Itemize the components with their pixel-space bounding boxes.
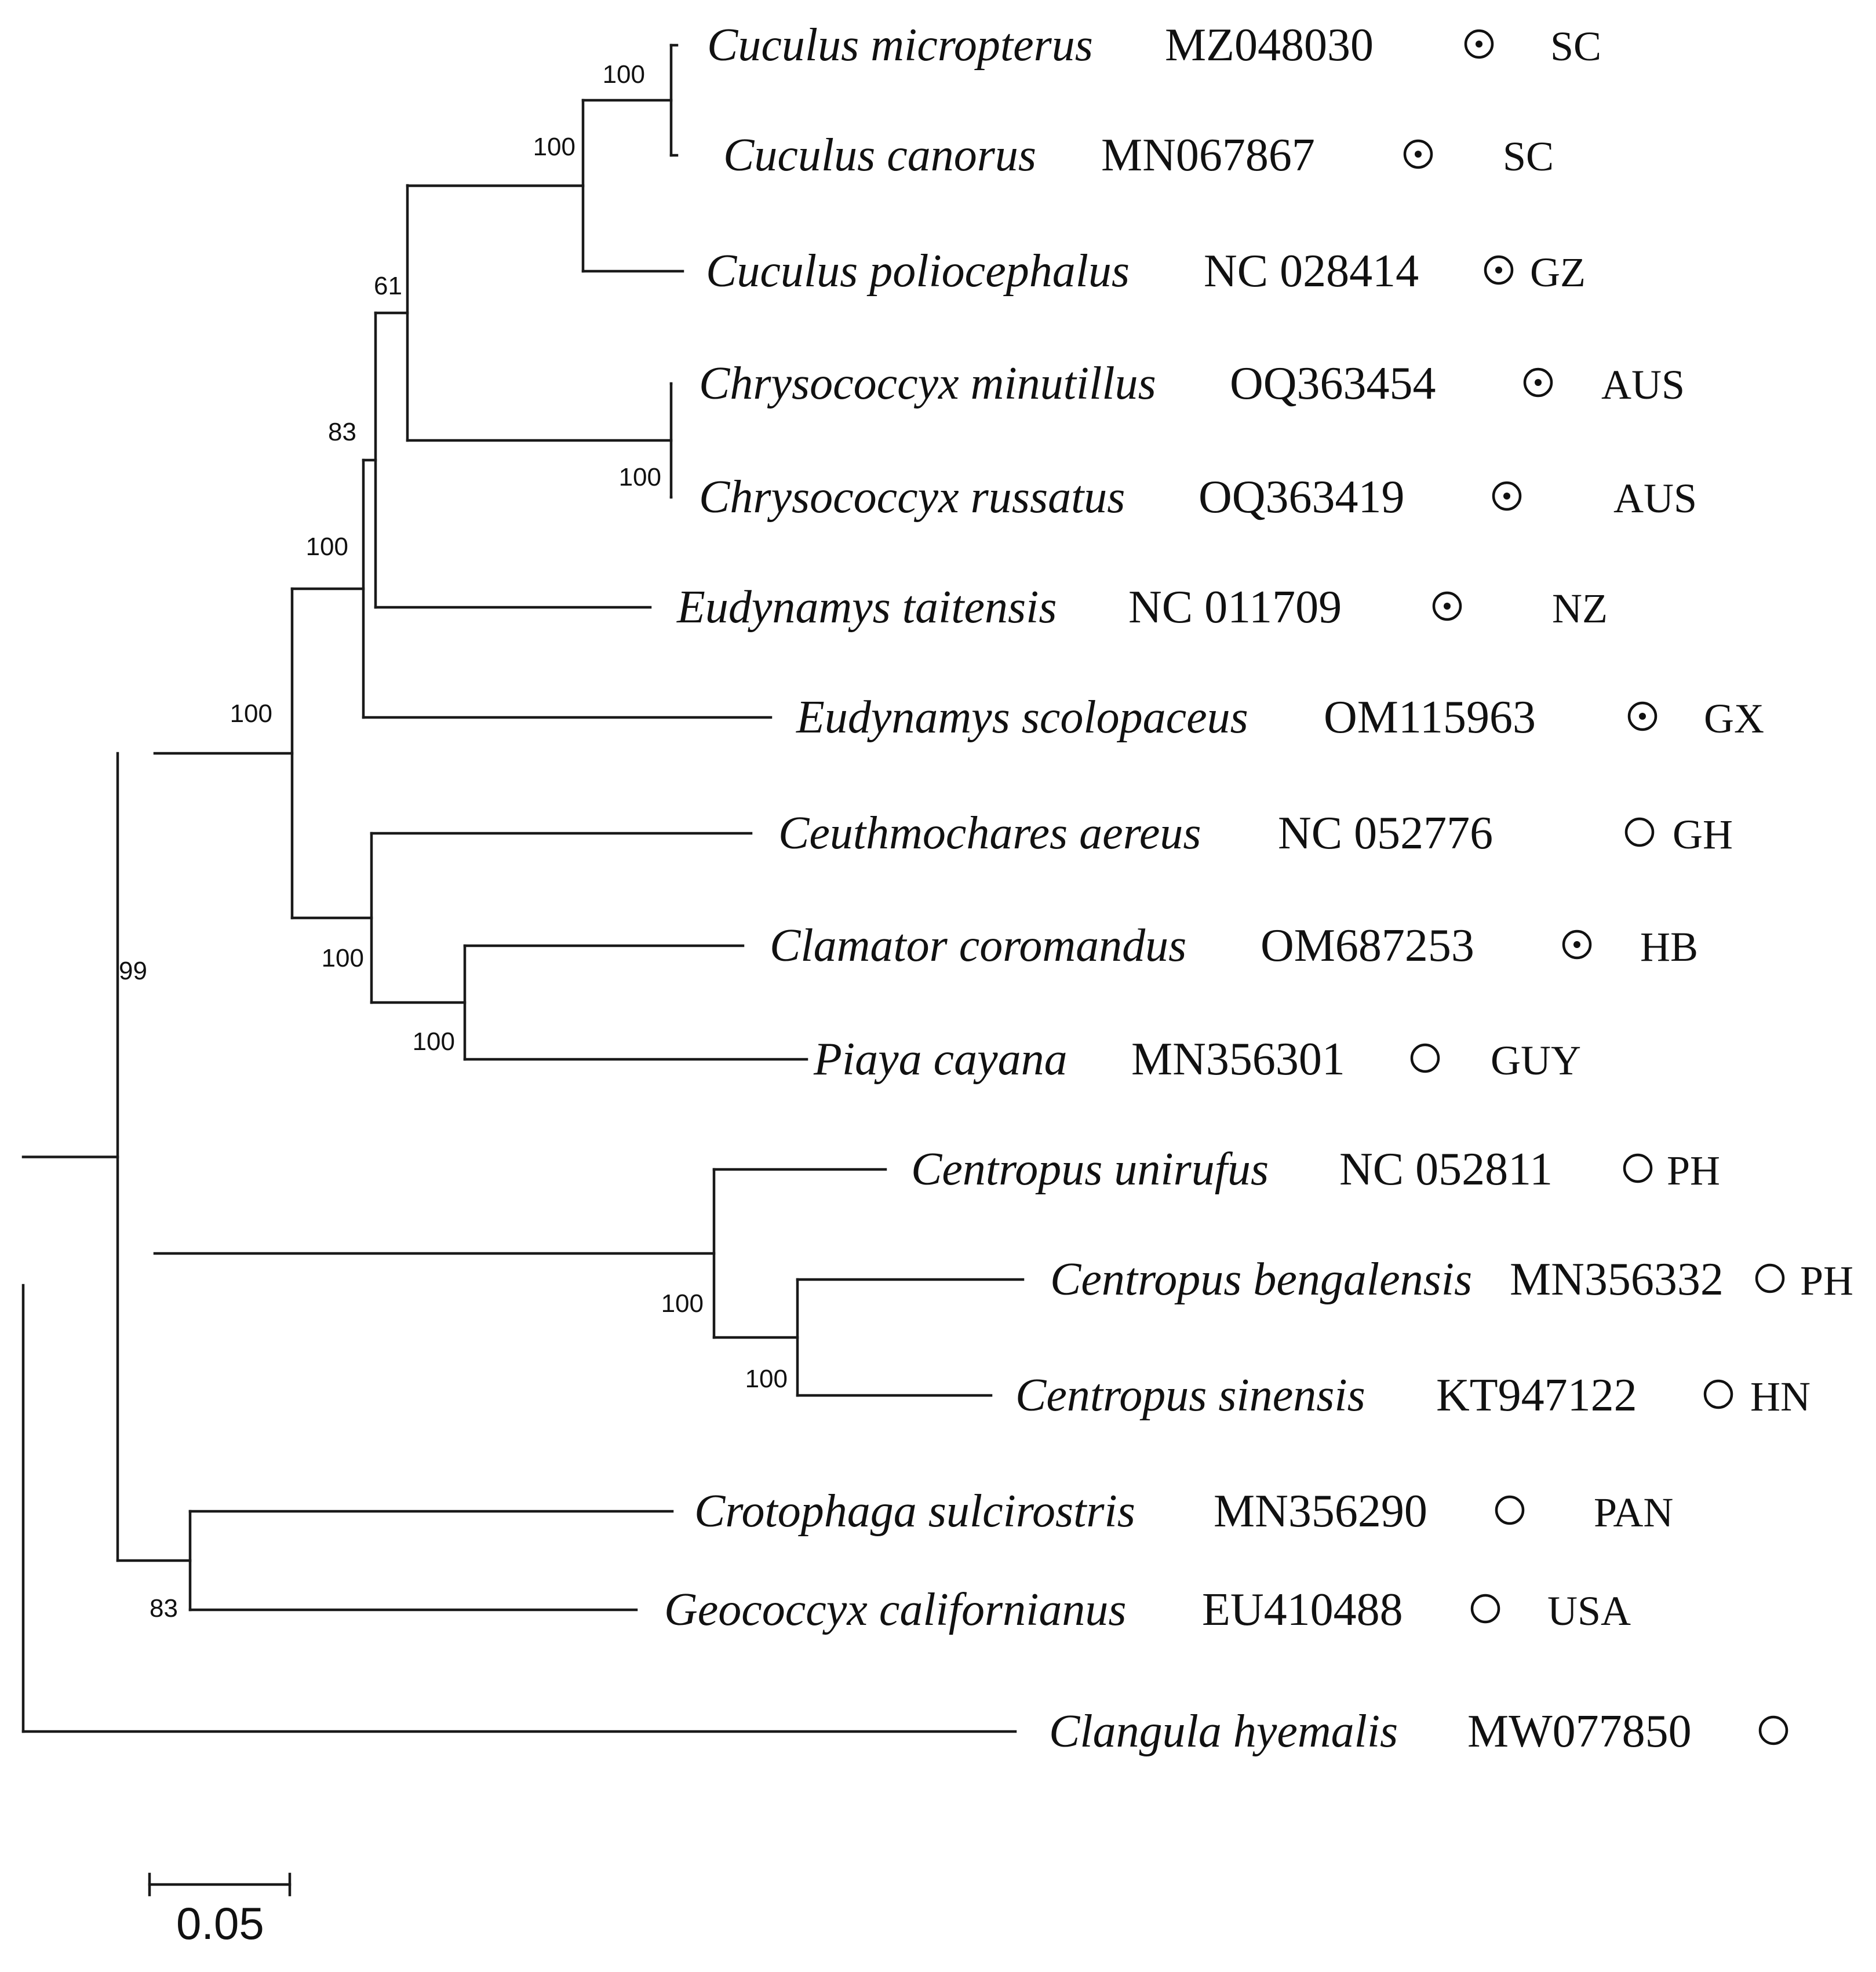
accession-number: KT947122: [1436, 1370, 1637, 1421]
species-name: Clamator coromandus: [770, 920, 1186, 971]
scale-bar: 0.05: [148, 1872, 292, 1949]
tree-branches: [21, 43, 1025, 1733]
bootstrap-value: 100: [306, 533, 348, 561]
open-circle-icon: [1470, 1594, 1500, 1624]
accession-number: MN356290: [1214, 1486, 1427, 1537]
region-code: HN: [1750, 1373, 1811, 1420]
dotted-circle-icon: [1403, 139, 1433, 169]
accession-number: MZ048030: [1165, 20, 1374, 71]
species-name: Clangula hyemalis: [1049, 1706, 1398, 1757]
accession-number: EU410488: [1202, 1584, 1403, 1635]
bootstrap-value: 100: [413, 1027, 455, 1056]
region-code: AUS: [1613, 475, 1697, 522]
scale-bar-label: 0.05: [176, 1898, 264, 1949]
region-code: PH: [1800, 1257, 1853, 1304]
dotted-circle-icon: [1464, 29, 1494, 59]
region-code: PAN: [1594, 1489, 1673, 1536]
bootstrap-value: 100: [661, 1289, 704, 1318]
accession-number: NC 011709: [1128, 582, 1342, 633]
species-name: Cuculus canorus: [723, 130, 1036, 181]
species-name: Centropus bengalensis: [1050, 1254, 1472, 1305]
region-code: USA: [1547, 1588, 1631, 1634]
region-code: AUS: [1601, 362, 1685, 408]
open-circle-icon: [1758, 1715, 1788, 1745]
accession-number: MW077850: [1467, 1706, 1692, 1757]
region-code: GH: [1673, 811, 1733, 858]
bootstrap-value: 100: [322, 944, 364, 972]
dotted-circle-icon: [1484, 255, 1514, 285]
bootstrap-value: 100: [533, 133, 575, 161]
species-name: Cuculus micropterus: [707, 20, 1093, 71]
species-name: Chrysococcyx russatus: [699, 472, 1125, 523]
species-name: Eudynamys scolopaceus: [796, 692, 1248, 743]
bootstrap-value: 100: [619, 463, 661, 491]
species-name: Centropus sinensis: [1015, 1370, 1365, 1421]
open-circle-icon: [1703, 1379, 1733, 1409]
bootstrap-value: 61: [374, 272, 402, 300]
species-name: Chrysococcyx minutillus: [699, 358, 1156, 409]
accession-number: MN356332: [1510, 1254, 1724, 1305]
accession-number: MN356301: [1131, 1034, 1345, 1085]
open-circle-icon: [1755, 1263, 1785, 1293]
region-code: SC: [1550, 23, 1601, 70]
species-name: Piaya cayana: [813, 1034, 1068, 1085]
region-code: GX: [1704, 695, 1764, 742]
region-code: GZ: [1530, 249, 1586, 296]
open-circle-icon: [1495, 1495, 1525, 1525]
region-code: PH: [1667, 1147, 1720, 1194]
bootstrap-value: 83: [150, 1594, 178, 1623]
bootstrap-value: 100: [603, 60, 645, 89]
species-name: Eudynamys taitensis: [676, 582, 1057, 633]
open-circle-icon: [1623, 1153, 1653, 1183]
region-code: GUY: [1491, 1037, 1581, 1084]
accession-number: OQ363419: [1199, 472, 1405, 523]
accession-number: NC 052776: [1278, 808, 1493, 859]
species-name: Crotophaga sulcirostris: [694, 1486, 1135, 1537]
region-code: SC: [1503, 133, 1554, 180]
bootstrap-value: 100: [745, 1365, 788, 1393]
species-name: Geococcyx californianus: [664, 1584, 1127, 1635]
bootstrap-value: 83: [328, 418, 356, 446]
species-name: Ceuthmochares aereus: [778, 808, 1201, 859]
dotted-circle-icon: [1523, 367, 1553, 398]
species-name: Cuculus poliocephalus: [706, 246, 1130, 297]
accession-number: OQ363454: [1230, 358, 1436, 409]
dotted-circle-icon: [1627, 701, 1658, 731]
accession-number: OM115963: [1324, 692, 1536, 743]
region-code: HB: [1640, 924, 1698, 970]
dotted-circle-icon: [1562, 929, 1592, 960]
accession-number: NC 028414: [1204, 246, 1419, 297]
dotted-circle-icon: [1432, 591, 1462, 621]
open-circle-icon: [1410, 1043, 1440, 1073]
bootstrap-value: 100: [230, 699, 272, 728]
accession-number: NC 052811: [1339, 1144, 1553, 1195]
bootstrap-value: 99: [119, 957, 147, 985]
accession-number: MN067867: [1101, 130, 1315, 181]
accession-number: OM687253: [1261, 920, 1474, 971]
dotted-circle-icon: [1492, 481, 1522, 511]
region-code: NZ: [1552, 585, 1608, 632]
open-circle-icon: [1624, 817, 1655, 847]
bootstrap-support-values: 100 100 61 100 83 100 100 100 100 99 100 100 83: [119, 60, 788, 1623]
species-name: Centropus unirufus: [911, 1144, 1269, 1195]
